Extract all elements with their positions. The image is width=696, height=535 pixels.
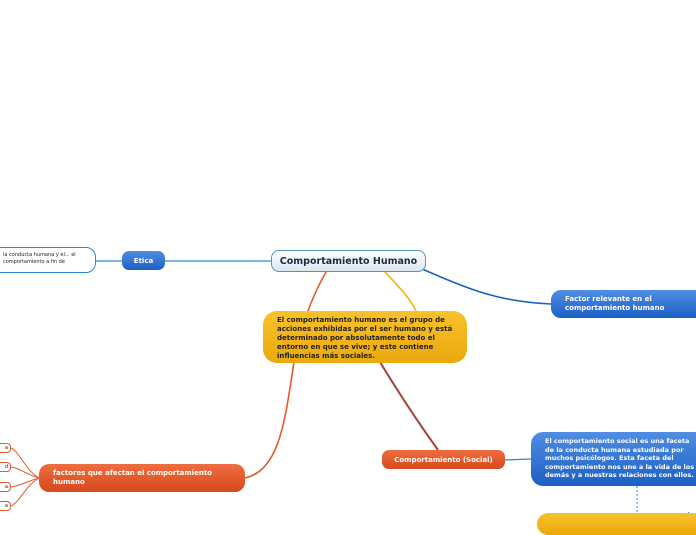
factor-leaf[interactable]: d [0, 462, 11, 472]
factor-relevante-label: Factor relevante en el comportamiento hu… [565, 295, 665, 312]
factor-leaf[interactable]: a [0, 501, 11, 511]
social-description-topic[interactable]: El comportamiento social es una faceta d… [531, 432, 696, 486]
etica-description-text: la conducta humana y el... el comportami… [3, 252, 76, 265]
central-topic-label: Comportamiento Humano [279, 255, 418, 267]
factor-leaf-label: a [4, 503, 8, 509]
link-central-factor [419, 267, 552, 305]
factor-leaf-label: d [4, 464, 8, 470]
link-central-factores [244, 271, 327, 479]
factor-leaf[interactable]: a [0, 443, 11, 453]
social-topic[interactable]: Comportamiento (Social) [382, 450, 505, 469]
etica-topic[interactable]: Etica [122, 251, 165, 270]
factores-label: factores que afectan el comportamiento h… [53, 469, 212, 486]
factor-leaf[interactable]: a [0, 482, 11, 492]
social-description-text: El comportamiento social es una faceta d… [545, 437, 695, 479]
connector-lines [10, 260, 691, 515]
etica-label: Etica [133, 256, 154, 265]
factor-leaf-label: a [4, 484, 8, 490]
bottom-yellow-topic[interactable] [537, 513, 696, 535]
link-factores-leaf-1 [10, 447, 40, 479]
definicion-text: El comportamiento humano es el grupo de … [277, 316, 453, 360]
link-central-definicion-yellow [384, 271, 417, 312]
factores-topic[interactable]: factores que afectan el comportamiento h… [39, 464, 245, 492]
factor-relevante-topic[interactable]: Factor relevante en el comportamiento hu… [551, 290, 696, 318]
link-factores-leaf-3 [10, 477, 40, 488]
link-factores-leaf-4 [10, 477, 40, 507]
link-social-desc [504, 458, 532, 461]
link-definicion-social [379, 361, 439, 451]
etica-description-box[interactable]: la conducta humana y el... el comportami… [0, 247, 96, 273]
central-topic[interactable]: Comportamiento Humano [271, 250, 426, 272]
social-label: Comportamiento (Social) [394, 455, 493, 464]
link-factores-leaf-2 [10, 466, 40, 479]
definicion-topic[interactable]: El comportamiento humano es el grupo de … [263, 311, 467, 363]
factor-leaf-label: a [4, 445, 8, 451]
